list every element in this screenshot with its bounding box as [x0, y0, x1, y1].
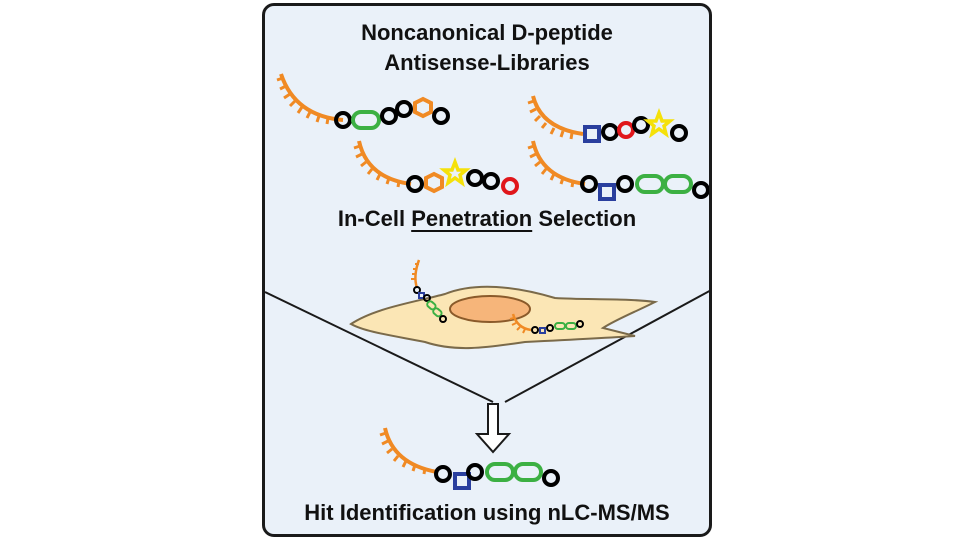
library-peptide-4 — [527, 140, 709, 201]
library-peptide-1 — [276, 73, 450, 130]
nucleus-ellipse — [449, 295, 531, 323]
green-linker — [351, 110, 381, 130]
down-arrow-icon — [474, 403, 512, 454]
red-residue — [617, 121, 635, 139]
funnel-right-line — [504, 290, 709, 403]
library-peptide-2 — [527, 95, 688, 143]
yellow-star — [643, 108, 675, 139]
cell-peptide-inside — [509, 313, 584, 334]
funnel-left-line — [265, 291, 494, 403]
orange-hexagon — [413, 96, 433, 119]
selection-suffix: Selection — [532, 206, 637, 231]
footer-caption: Hit Identification using nLC-MS/MS — [304, 500, 670, 525]
title-line-1: Noncanonical D-peptide — [361, 20, 613, 45]
title-line-2: Antisense-Libraries — [384, 50, 590, 75]
blue-square — [583, 125, 601, 143]
black-residue — [334, 111, 352, 129]
cell-peptide-entering — [411, 259, 447, 323]
selection-prefix: In-Cell — [337, 206, 412, 231]
selection-heading: In-Cell Penetration Selection — [265, 206, 709, 232]
selection-emphasis: Penetration — [411, 206, 533, 231]
hit-peptide — [379, 427, 560, 490]
diagram-artwork — [265, 73, 709, 490]
diagram-panel: Noncanonical D-peptide Antisense-Librari… — [262, 3, 712, 537]
library-peptide-3 — [353, 140, 519, 195]
